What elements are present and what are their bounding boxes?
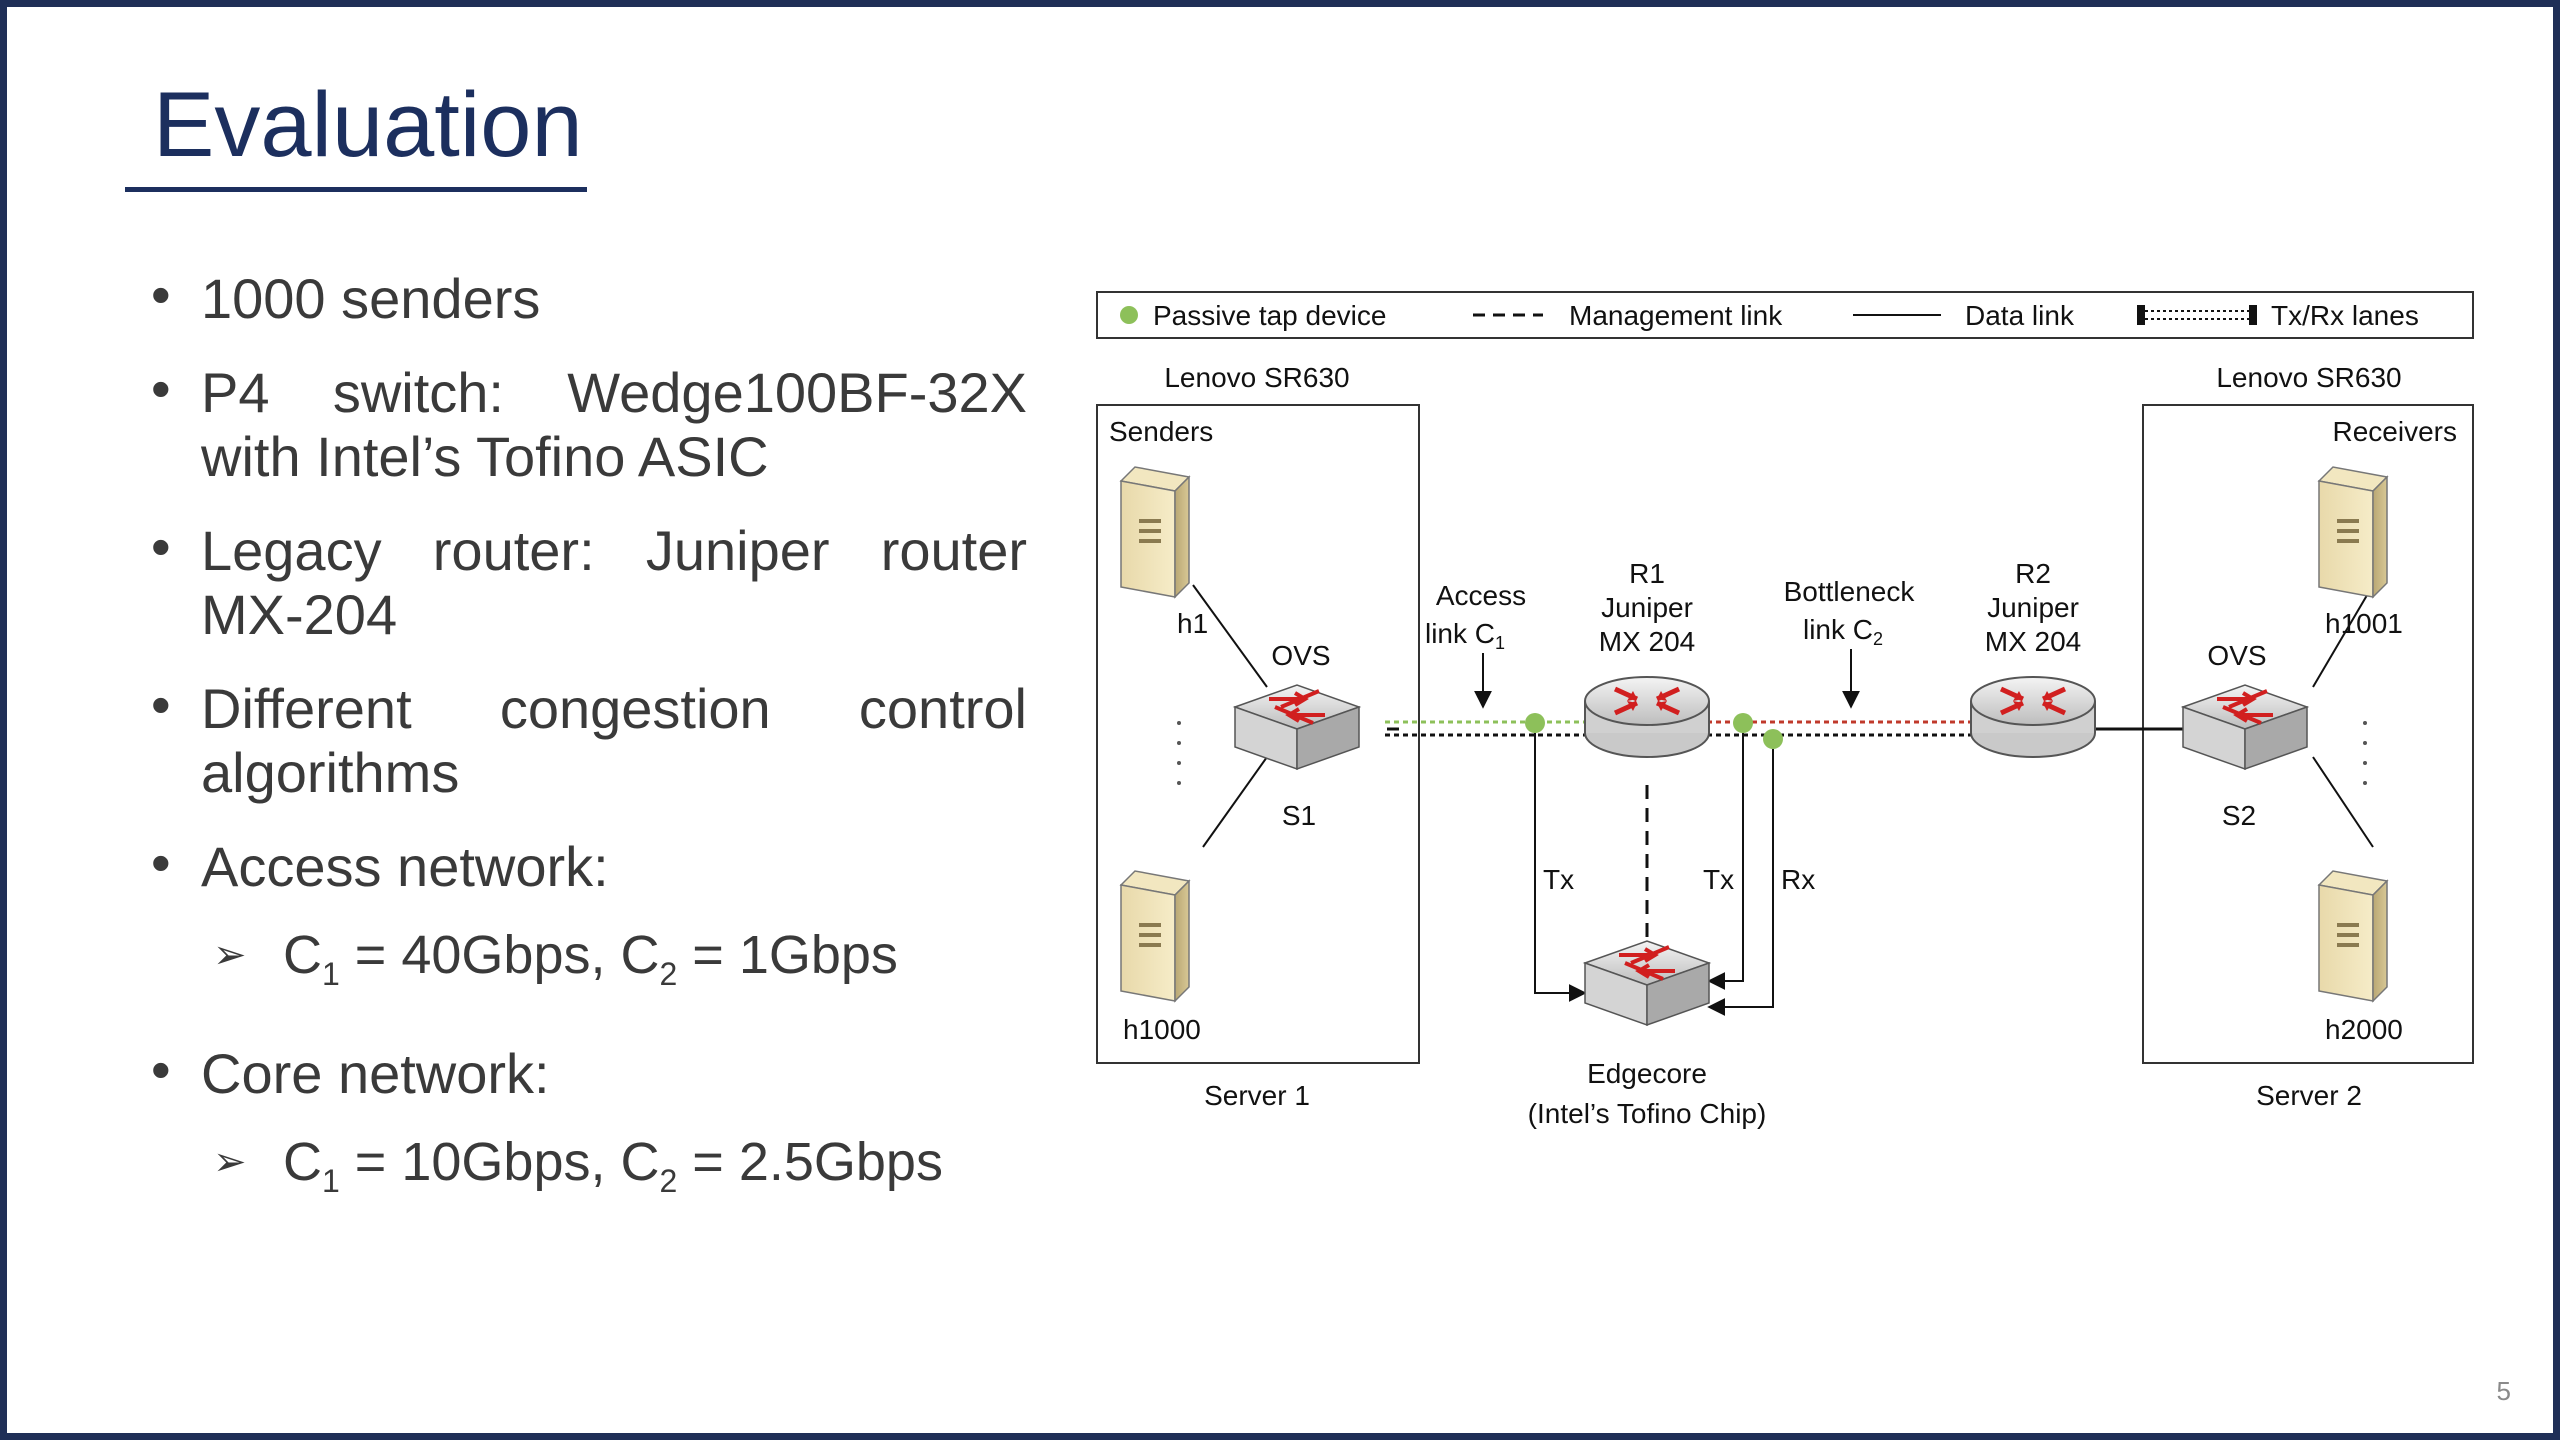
tap-rx-line	[1707, 749, 1774, 1016]
tx2-label: Tx	[1703, 864, 1734, 895]
title-underline	[125, 187, 587, 192]
bullet-text: P4 switch: Wedge100BF-32X with Intel’s T…	[201, 361, 1027, 488]
tx1-label: Tx	[1543, 864, 1574, 895]
legend-mgmt-label: Management link	[1569, 300, 1783, 331]
server2-box	[2142, 404, 2474, 1064]
access-lanes	[1385, 720, 1585, 737]
r1-model-label: MX 204	[1599, 626, 1696, 657]
s2-ovs-label: OVS	[2207, 640, 2266, 671]
r1-label: R1	[1629, 558, 1665, 589]
host-ellipsis	[1177, 721, 2367, 785]
switch-s1-icon	[1233, 683, 1361, 771]
host-h1-icon	[1120, 466, 1190, 598]
arrow-bullet-icon: ➢	[213, 933, 247, 977]
slide-title: Evaluation	[153, 74, 583, 176]
sub-text: C	[283, 925, 322, 985]
legend-box	[1096, 291, 2474, 339]
edgecore-switch-icon	[1583, 939, 1711, 1027]
r1-vendor-label: Juniper	[1601, 592, 1693, 623]
bullet-list: • 1000 senders • P4 switch: Wedge100BF-32X…	[147, 263, 1027, 1249]
tap-tx1-line	[1534, 733, 1587, 1002]
tap-tx2-line	[1707, 733, 1744, 990]
receivers-label: Receivers	[2333, 416, 2457, 447]
host-h1-label: h1	[1177, 608, 1208, 639]
sub-text: = 40Gbps, C	[339, 925, 660, 985]
sub-bullet-core: ➢ C1 = 10Gbps, C2 = 2.5Gbps	[147, 1130, 1027, 1213]
router-r2-icon	[1971, 677, 2095, 757]
tap-point-icon	[1763, 729, 1783, 749]
bottleneck-link-label: Bottleneck	[1784, 576, 1916, 607]
senders-label: Senders	[1109, 416, 1213, 447]
h2000-s2-link	[2312, 756, 2374, 848]
bullet-text: Different congestion control algorithms	[201, 677, 1027, 804]
host-h1000-icon	[1120, 870, 1190, 1002]
s1-label: S1	[1282, 800, 1316, 831]
bullet-text: Legacy router: Juniper router MX-204	[201, 519, 1027, 646]
bullet-text: Core network:	[201, 1041, 550, 1105]
s1-ovs-label: OVS	[1271, 640, 1330, 671]
rx-label: Rx	[1781, 864, 1815, 895]
tap-point-icon	[1525, 713, 1545, 733]
server1-vendor-label: Lenovo SR630	[1164, 362, 1349, 393]
bullet-text: Access network:	[201, 835, 609, 898]
bullet-text: 1000 senders	[201, 267, 541, 330]
bullet-dot-icon: •	[151, 515, 171, 578]
sub-bullet-access: ➢ C1 = 40Gbps, C2 = 1Gbps	[147, 923, 1027, 1006]
sub-subscript: 2	[659, 955, 678, 992]
h1-s1-link	[1192, 584, 1268, 688]
h1000-s1-link	[1202, 756, 1268, 848]
server1-name-label: Server 1	[1204, 1080, 1310, 1111]
bullet-item: • P4 switch: Wedge100BF-32X with Intel’s …	[147, 357, 1027, 489]
edgecore-chip-label: (Intel’s Tofino Chip)	[1528, 1098, 1767, 1129]
bullet-dot-icon: •	[151, 263, 171, 326]
bottleneck-link-c2-label: link C2	[1803, 614, 1883, 649]
host-h1001-icon	[2318, 466, 2388, 598]
bullet-item: • Legacy router: Juniper router MX-204	[147, 515, 1027, 647]
page-number: 5	[2496, 1376, 2511, 1406]
server2-name-label: Server 2	[2256, 1080, 2362, 1111]
edgecore-label: Edgecore	[1587, 1058, 1707, 1089]
bullet-item: • 1000 senders	[147, 263, 1027, 331]
bullet-dot-icon: •	[151, 831, 171, 894]
slide: Evaluation • 1000 senders • P4 switch: Wed…	[7, 7, 2553, 1433]
legend-lanes-label: Tx/Rx lanes	[2271, 300, 2419, 331]
host-h1000-label: h1000	[1123, 1014, 1201, 1045]
sub-text: = 1Gbps	[677, 925, 898, 985]
r2-model-label: MX 204	[1985, 626, 2082, 657]
bullet-item: • Different congestion control algorithms	[147, 673, 1027, 805]
tap-point-icon	[1733, 713, 1753, 733]
sub-subscript: 1	[322, 955, 340, 992]
server1-box	[1096, 404, 1420, 1064]
s2-label: S2	[2222, 800, 2256, 831]
host-h2000-icon	[2318, 870, 2388, 1002]
sub-subscript: 2	[659, 1162, 678, 1199]
bullet-dot-icon: •	[151, 673, 171, 736]
r2-vendor-label: Juniper	[1987, 592, 2079, 623]
arrow-bullet-icon: ➢	[213, 1139, 247, 1184]
bullet-item: • Core network:	[147, 1038, 1027, 1106]
bullet-item: • Access network:	[147, 831, 1027, 899]
host-h1001-label: h1001	[2325, 608, 2403, 639]
r2-label: R2	[2015, 558, 2051, 589]
legend: Passive tap device Management link Data …	[1096, 291, 2474, 339]
sub-subscript: 1	[322, 1162, 340, 1199]
bullet-dot-icon: •	[151, 1037, 171, 1101]
bullet-dot-icon: •	[151, 357, 171, 420]
tap-device-icon	[1120, 306, 1138, 324]
sub-text: C	[283, 1131, 322, 1192]
sub-text: = 10Gbps, C	[339, 1131, 660, 1192]
access-link-c1-label: link C1	[1425, 618, 1505, 653]
legend-tap-label: Passive tap device	[1153, 300, 1386, 331]
h1001-s2-link	[2312, 584, 2374, 688]
legend-data-label: Data link	[1965, 300, 2075, 331]
access-link-label: Access	[1436, 580, 1526, 611]
network-diagram: Passive tap device Management link Data …	[1096, 291, 2474, 1129]
sub-text: = 2.5Gbps	[677, 1131, 943, 1192]
server2-vendor-label: Lenovo SR630	[2216, 362, 2401, 393]
tx-rx-lanes-icon	[2137, 305, 2257, 325]
switch-s2-icon	[2181, 683, 2309, 771]
router-r1-icon	[1585, 677, 1709, 757]
host-h2000-label: h2000	[2325, 1014, 2403, 1045]
